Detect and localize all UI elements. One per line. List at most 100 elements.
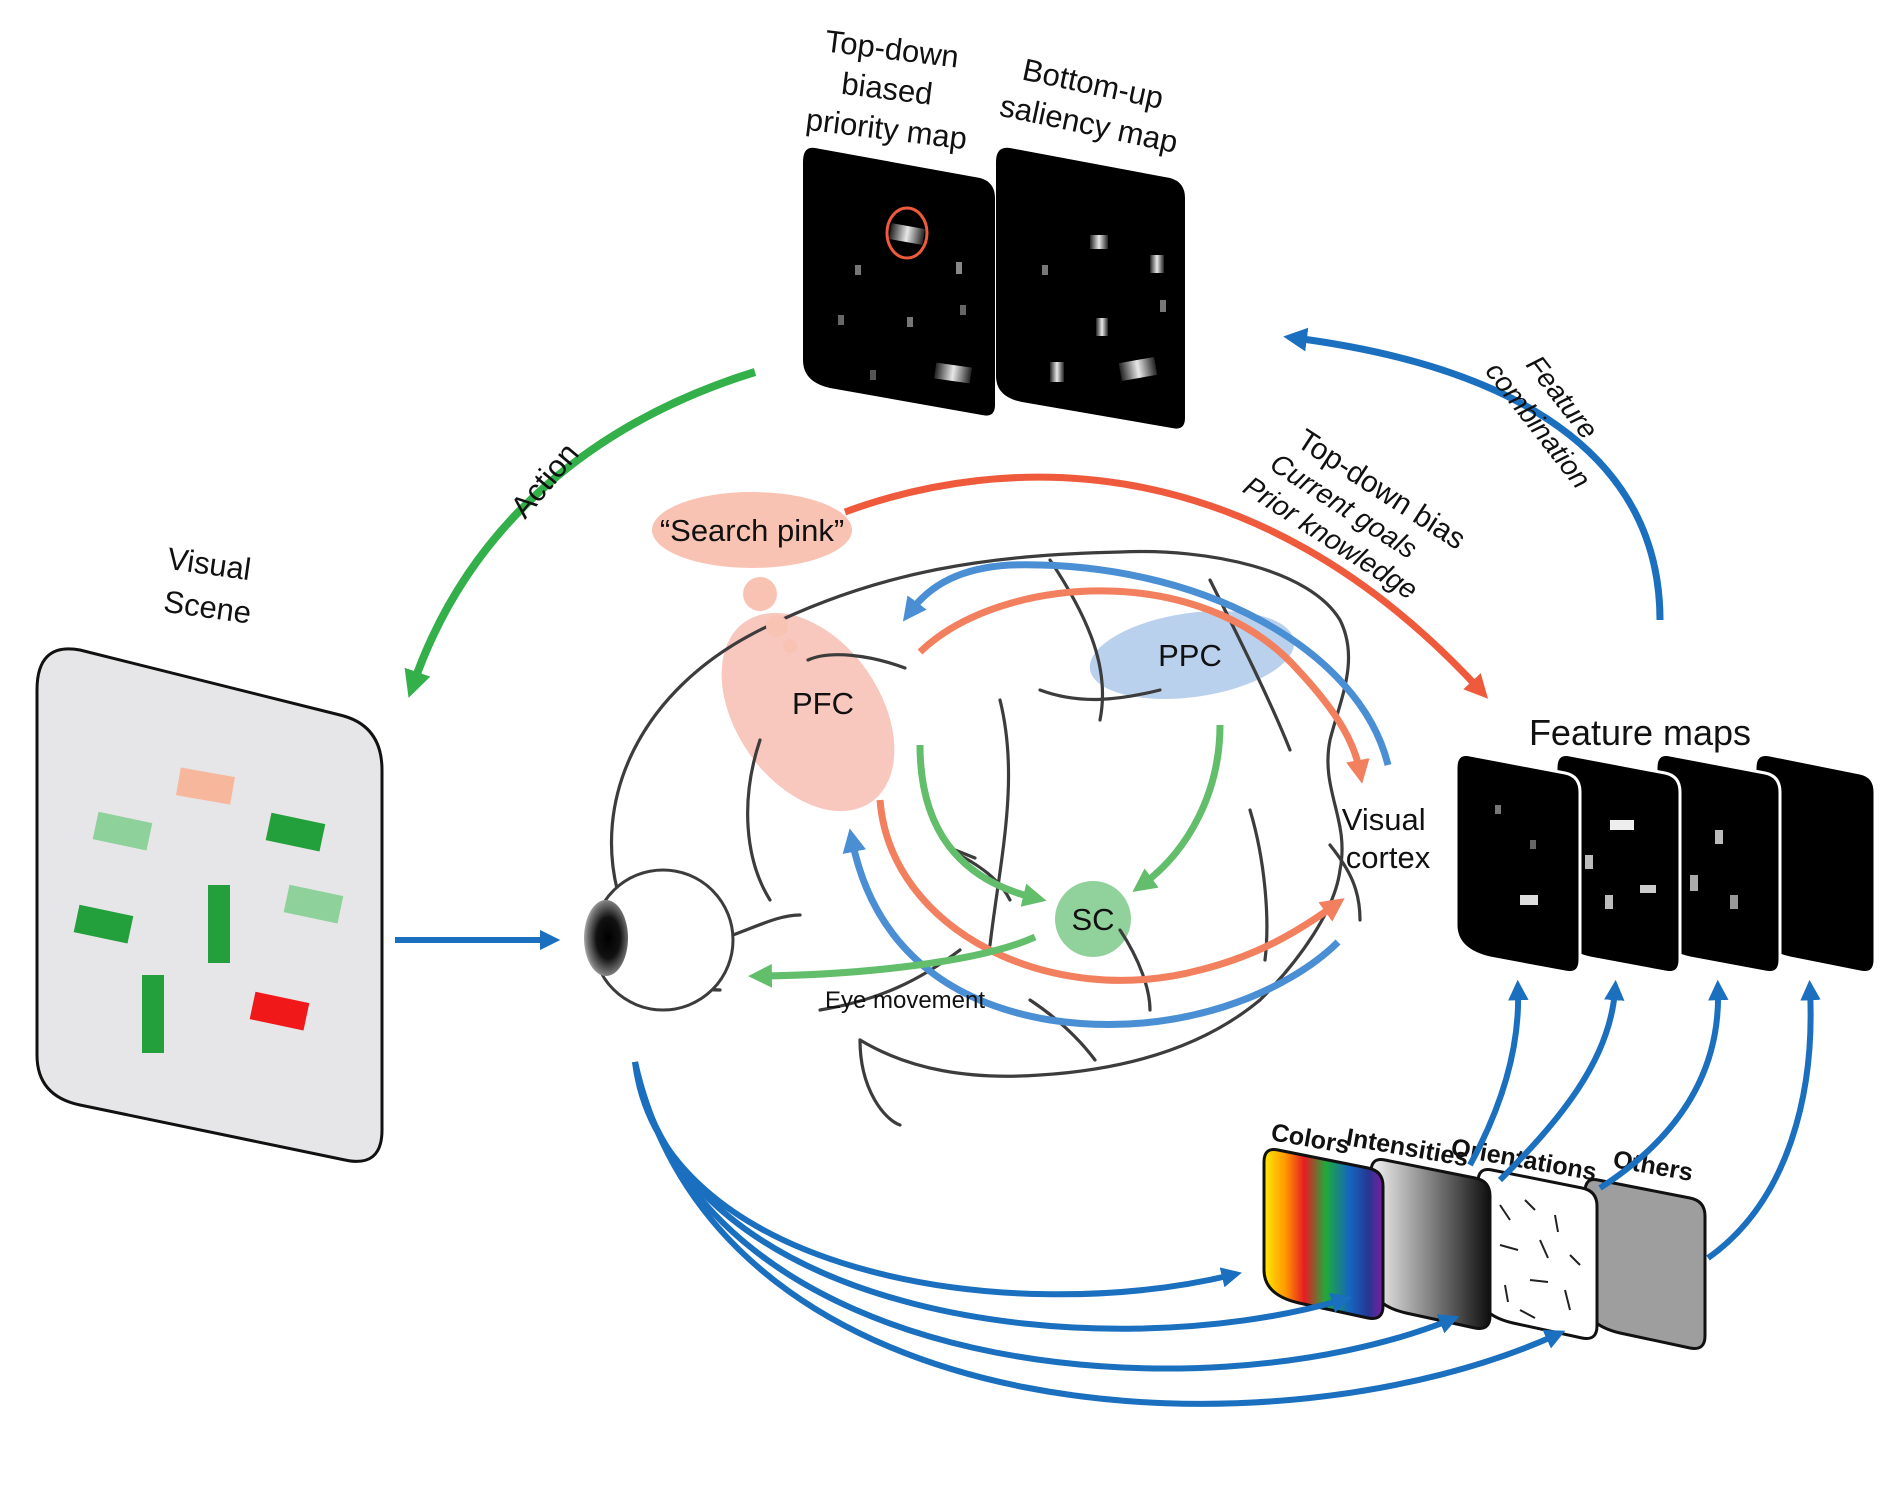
pfc-to-visual-cortex-arrow (917, 587, 1370, 784)
action-label: Action (504, 436, 586, 525)
channel-panel-orientations (1476, 1168, 1599, 1340)
map-spot (960, 305, 966, 315)
selected-target-circle (885, 206, 929, 260)
pfc-to-sc-arrow (916, 744, 1047, 907)
ppc-region (1089, 611, 1295, 699)
orientation-texture (1499, 1199, 1581, 1319)
eye-pupil (584, 900, 628, 976)
channel-label-others: Others (1611, 1145, 1695, 1187)
feature-map-stack (1454, 753, 1877, 974)
brain-outline (858, 1038, 902, 1127)
map-spot (1610, 820, 1634, 830)
map-spot (1118, 357, 1158, 381)
thought-bubble-dot (783, 639, 797, 653)
scene-item-target (249, 991, 310, 1031)
scene-item (73, 904, 134, 944)
thought-bubble-dot (743, 577, 777, 611)
map-spot (907, 317, 913, 327)
map-spot (1690, 875, 1698, 891)
feature-map-1 (1454, 753, 1582, 974)
channel-panel-colors (1262, 1148, 1385, 1320)
map-spot (1605, 895, 1613, 909)
map-spot (1640, 885, 1656, 893)
cortex-to-pfc-lower-arrow (842, 828, 1341, 1028)
feature-map-3 (1654, 753, 1782, 974)
topdown-bias-arrow (843, 473, 1489, 699)
thought-bubble (652, 492, 852, 653)
scene-item (142, 975, 164, 1053)
map-spot (1150, 255, 1164, 273)
feature-map-2 (1554, 753, 1682, 974)
map-spot (1160, 300, 1166, 312)
brain-sulcus (1048, 558, 1105, 722)
brain-sulcus (1248, 808, 1269, 962)
brain-sulcus (1028, 998, 1097, 1062)
scene-item (265, 812, 326, 852)
thought-bubble-dot (766, 615, 788, 637)
map-spot (1050, 362, 1064, 382)
eye-movement-label: Eye movement (825, 987, 985, 1014)
topdown-bias-label: Top-down bias Current goals Prior knowle… (1238, 412, 1478, 616)
map-spot (855, 265, 861, 275)
bottomup-map-label: Bottom-up saliency map (997, 49, 1190, 160)
map-spot (870, 370, 876, 380)
eye-movement-arrow (748, 933, 1037, 988)
colors-to-map-arrow (1467, 979, 1529, 1167)
map-spot (956, 262, 962, 274)
visual-cortex-to-pfc-arrow (902, 561, 1392, 766)
others-to-map-arrow (1706, 979, 1821, 1261)
brain-sulcus (1328, 843, 1362, 922)
map-spot (1730, 895, 1738, 909)
action-arrow (404, 368, 757, 698)
monkey-brain (584, 549, 1362, 1127)
thought-bubble-cloud (652, 492, 852, 568)
visual-scene-label: Visual Scene (159, 541, 261, 631)
map-spot (1530, 840, 1536, 849)
map-spot (934, 362, 972, 384)
priority-peak (888, 223, 926, 245)
brain-sulcus (953, 848, 977, 860)
map-spot (1096, 318, 1108, 336)
feature-combination-arrow (1283, 327, 1664, 621)
intensities-to-map-arrow (1497, 979, 1625, 1183)
map-spot (1715, 830, 1723, 844)
scene-item (208, 885, 230, 963)
channel-panels (1262, 1148, 1707, 1350)
channel-panel-intensities (1369, 1158, 1492, 1330)
scene-item (283, 884, 344, 924)
map-spot (1090, 235, 1108, 249)
eye-to-others-arrow (632, 1061, 1566, 1407)
topdown-priority-map (803, 147, 995, 416)
pfc-region (721, 612, 895, 812)
pfc-to-cortex-lower-arrow (876, 799, 1345, 984)
feature-maps-title: Feature maps (1529, 712, 1751, 753)
ppc-label: PPC (1158, 638, 1222, 673)
brain-sulcus (988, 698, 1011, 947)
pfc-label: PFC (792, 686, 854, 721)
bottomup-saliency-map (996, 147, 1185, 429)
ppc-to-sc-arrow (1132, 724, 1224, 893)
sc-region (1055, 881, 1131, 957)
map-spot (1585, 855, 1593, 869)
map-spot (838, 315, 844, 325)
topdown-map-label: Top-down biased priority map (804, 22, 979, 156)
eye-to-orientations-arrow (632, 1061, 1460, 1372)
visual-cortex-label: Visual cortex (1342, 802, 1435, 875)
scene-item (92, 811, 153, 851)
channel-panel-others (1583, 1178, 1707, 1350)
map-spot (1042, 265, 1048, 275)
brain-sulcus (1118, 928, 1152, 1012)
orientations-to-map-arrow (1598, 979, 1729, 1191)
map-spot (1495, 805, 1501, 814)
brain-sulcus (1038, 688, 1162, 702)
feature-map-4 (1753, 753, 1877, 974)
visual-scene-panel (35, 647, 384, 1163)
search-pink-label: “Search pink” (660, 513, 844, 548)
sc-label: SC (1071, 902, 1114, 937)
optic-nerve (731, 913, 802, 937)
brain-sulcus (746, 738, 772, 902)
scene-item-pink (175, 767, 236, 805)
eye-to-colors-arrow (632, 1061, 1242, 1298)
